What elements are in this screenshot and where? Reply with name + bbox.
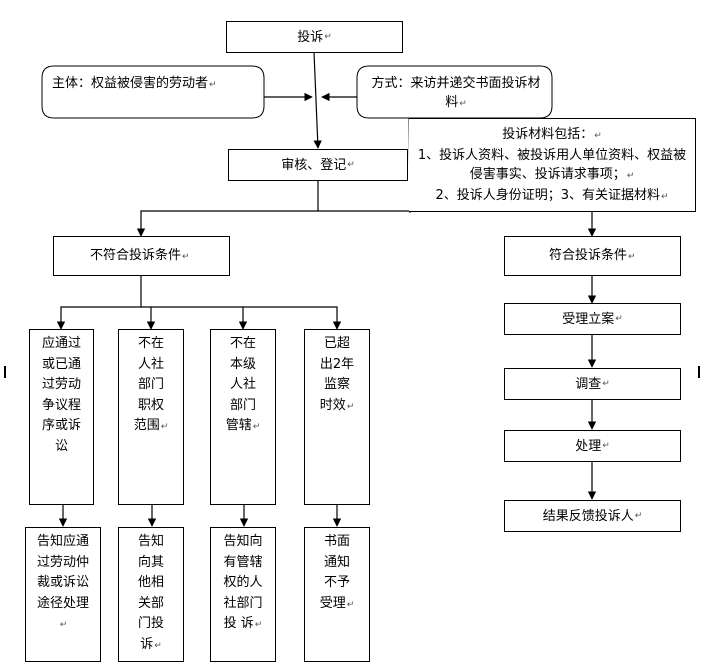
- not-eligible-node: 不符合投诉条件↵: [53, 236, 230, 276]
- reason-dispute-procedure: 应通过或已通过劳动争议程序或诉 讼: [29, 329, 94, 505]
- result-notify-other-dept: 告知向其他相关部门投诉↵: [118, 527, 184, 662]
- not-eligible-label: 不符合投诉条件: [90, 248, 182, 263]
- result-notify-competent-dept: 告知向有管辖权的人社部门投 诉↵: [210, 527, 276, 662]
- accept-node: 受理立案↵: [504, 303, 681, 335]
- complaint-label: 投诉: [297, 29, 324, 45]
- complaint-node: 投诉↵: [226, 21, 403, 53]
- materials-item-2: 2、投诉人身份证明；3、有关证据材料↵: [435, 188, 669, 203]
- feedback-label: 结果反馈投诉人: [542, 508, 634, 524]
- investigate-node: 调查↵: [504, 368, 681, 400]
- connector-review-split: [136, 180, 319, 237]
- eligible-label: 符合投诉条件: [549, 248, 628, 263]
- materials-box: 投诉材料包括：↵ 1、投诉人资料、被投诉用人单位资料、权益被侵害事实、投诉请求事…: [409, 118, 696, 212]
- method-label: 方式：来访并递交书面投诉材料: [371, 76, 541, 110]
- subject-callout-shape: [41, 65, 265, 119]
- handle-node: 处理↵: [504, 430, 681, 462]
- subject-label: 主体：权益被侵害的劳动者: [52, 76, 209, 91]
- result-notify-arbitration: 告知应通过劳动仲裁或诉讼途径处理↵: [25, 527, 101, 662]
- connector-split-eligible: [318, 210, 597, 237]
- result-written-rejection: 书面通知不予受理↵: [304, 527, 370, 662]
- handle-label: 处理: [575, 438, 602, 454]
- eligible-node: 符合投诉条件↵: [504, 236, 681, 276]
- reason-over-time-limit: 已超出2年监察时效↵: [304, 329, 370, 505]
- reason-outside-jurisdiction: 不在人社部门职权范围↵: [118, 329, 184, 505]
- right-edge-marker: [698, 366, 700, 378]
- method-callout: 方式：来访并递交书面投诉材料↵: [371, 76, 541, 110]
- connector-not-eligible-branches: [56, 276, 142, 330]
- connector-complaint-review: [313, 51, 322, 149]
- subject-callout: 主体：权益被侵害的劳动者↵: [52, 76, 217, 91]
- left-edge-marker: [4, 366, 6, 378]
- reason-not-this-level: 不在本级人社部门管辖↵: [210, 329, 276, 505]
- feedback-node: 结果反馈投诉人↵: [504, 500, 681, 532]
- review-label: 审核、登记: [281, 157, 347, 173]
- materials-item-1: 1、投诉人资料、被投诉用人单位资料、权益被侵害事实、投诉请求事项；↵: [417, 148, 687, 182]
- materials-title: 投诉材料包括：↵: [502, 127, 602, 142]
- review-node: 审核、登记↵: [228, 149, 408, 181]
- accept-label: 受理立案: [562, 311, 615, 327]
- investigate-label: 调查: [575, 376, 602, 392]
